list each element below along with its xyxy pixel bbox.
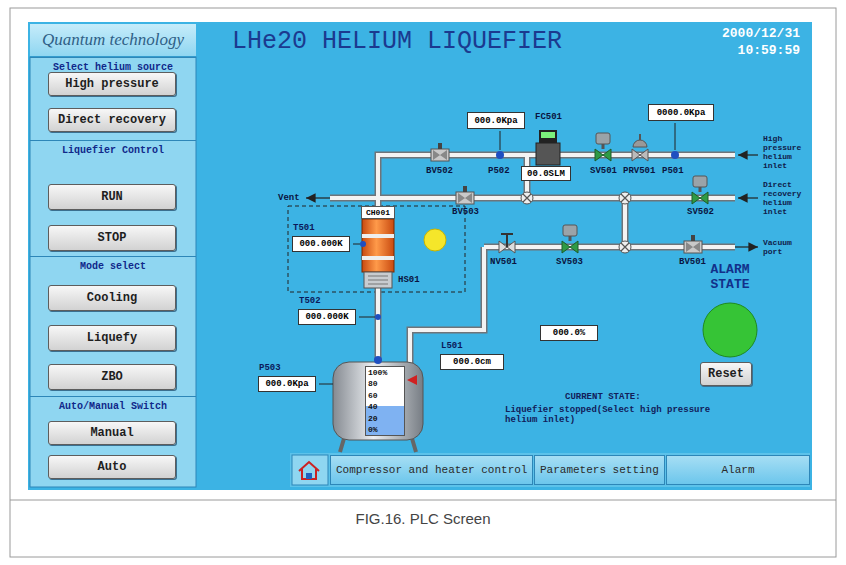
valve-tag: SV501 xyxy=(590,166,617,176)
valve-tag: BV502 xyxy=(426,166,453,176)
state-message: Liquefier stopped(Select high pressure h… xyxy=(505,405,720,425)
part-tag: HS01 xyxy=(398,275,420,285)
sensor-tag: P502 xyxy=(488,166,510,176)
sensor-display: T502000.000K xyxy=(298,309,356,325)
tab-label: Alarm xyxy=(721,464,754,476)
level-gauge: 100%806040200% xyxy=(365,366,405,436)
value-text: 0000.0Kpa xyxy=(657,108,706,118)
button-label: Liquefy xyxy=(87,331,137,345)
button-label: RUN xyxy=(101,190,123,204)
value-display: 0000.0Kpa xyxy=(648,104,714,121)
scale-mark: 40 xyxy=(368,401,378,412)
group-heading: Auto/Manual Switch xyxy=(59,401,167,412)
equipment-tag: CH001 xyxy=(361,206,395,219)
valve-tag: PRV501 xyxy=(623,166,655,176)
value-text: 000.0% xyxy=(553,328,585,338)
sensor-tag: P501 xyxy=(662,166,684,176)
push-button: Reset xyxy=(700,362,752,386)
sensor-display: P503000.0Kpa xyxy=(258,376,316,392)
port-label: Direct recovery helium inlet xyxy=(763,180,809,216)
scale-mark: 20 xyxy=(368,413,378,424)
button-label: Direct recovery xyxy=(58,113,166,127)
push-button: Direct recovery xyxy=(48,108,176,132)
group-heading: Select helium source xyxy=(53,62,173,73)
group-heading: Liquefier Control xyxy=(62,145,164,156)
value-display: 000.0Kpa xyxy=(467,112,525,129)
valve-tag: NV501 xyxy=(490,257,517,267)
button-label: Manual xyxy=(90,426,133,440)
value-text: 000.000K xyxy=(299,239,342,249)
button-group: Mode selectCoolingLiquefyZBO xyxy=(30,256,196,396)
scale-mark: 80 xyxy=(368,378,378,389)
tab-label: Compressor and heater control xyxy=(336,464,527,476)
time-text: 10:59:59 xyxy=(690,43,800,58)
push-button: High pressure xyxy=(48,72,176,96)
button-group: Auto/Manual SwitchManualAuto xyxy=(30,396,196,487)
port-label: High pressure helium inlet xyxy=(763,134,809,170)
push-button: ZBO xyxy=(48,364,176,390)
instrument-tag: FC501 xyxy=(535,112,562,122)
menu-tab: Compressor and heater control xyxy=(330,455,533,485)
value-text: 000.0Kpa xyxy=(265,379,308,389)
button-label: Auto xyxy=(98,460,127,474)
scale-mark: 0% xyxy=(368,424,378,435)
port-label: Vent xyxy=(278,193,300,203)
push-button: Manual xyxy=(48,421,176,445)
push-button: RUN xyxy=(48,184,176,210)
menu-tab: Parameters setting xyxy=(534,455,665,485)
value-text: 000.0cm xyxy=(453,357,491,367)
port-label: Vacuum port xyxy=(763,238,809,256)
logo-box: Quantum technology xyxy=(30,24,196,56)
valve-tag: BV503 xyxy=(452,207,479,217)
button-group: Select helium sourceHigh pressureDirect … xyxy=(30,57,196,140)
sensor-name: P503 xyxy=(259,363,281,373)
group-heading: Mode select xyxy=(80,261,146,272)
value-text: 00.0SLM xyxy=(527,169,565,179)
logo-text: Quantum technology xyxy=(42,30,184,50)
date-text: 2000/12/31 xyxy=(690,26,800,41)
tab-label: Parameters setting xyxy=(540,464,659,476)
push-button: STOP xyxy=(48,225,176,251)
state-heading: CURRENT STATE: xyxy=(565,392,641,402)
screen-title: LHe20 HELIUM LIQUEFIER xyxy=(232,27,562,56)
value-display: 000.0% xyxy=(540,325,598,341)
sensor-name: T501 xyxy=(293,223,315,233)
push-button: Cooling xyxy=(48,285,176,311)
button-label: High pressure xyxy=(65,77,159,91)
value-text: 000.0Kpa xyxy=(474,116,517,126)
sensor-name: T502 xyxy=(299,296,321,306)
sensor-name: L501 xyxy=(441,341,463,351)
valve-tag: SV502 xyxy=(687,207,714,217)
button-group: Liquefier ControlRUN STOP xyxy=(30,140,196,256)
menu-tab: Alarm xyxy=(666,455,810,485)
scale-mark: 60 xyxy=(368,390,378,401)
push-button: Liquefy xyxy=(48,325,176,351)
sensor-display: T501000.000K xyxy=(292,236,350,252)
tag-text: CH001 xyxy=(366,208,390,217)
button-label: STOP xyxy=(98,231,127,245)
alarm-heading: ALARM STATE xyxy=(690,262,770,292)
value-text: 000.000K xyxy=(305,312,348,322)
button-label: Reset xyxy=(708,367,744,381)
valve-tag: BV501 xyxy=(679,257,706,267)
push-button: Auto xyxy=(48,455,176,479)
scale-mark: 100% xyxy=(368,367,387,378)
value-display: 00.0SLM xyxy=(521,166,571,181)
button-label: Cooling xyxy=(87,291,137,305)
figure-caption: FIG.16. PLC Screen xyxy=(0,510,846,527)
button-label: ZBO xyxy=(101,370,123,384)
valve-tag: SV503 xyxy=(556,257,583,267)
sensor-display: L501000.0cm xyxy=(440,354,504,370)
